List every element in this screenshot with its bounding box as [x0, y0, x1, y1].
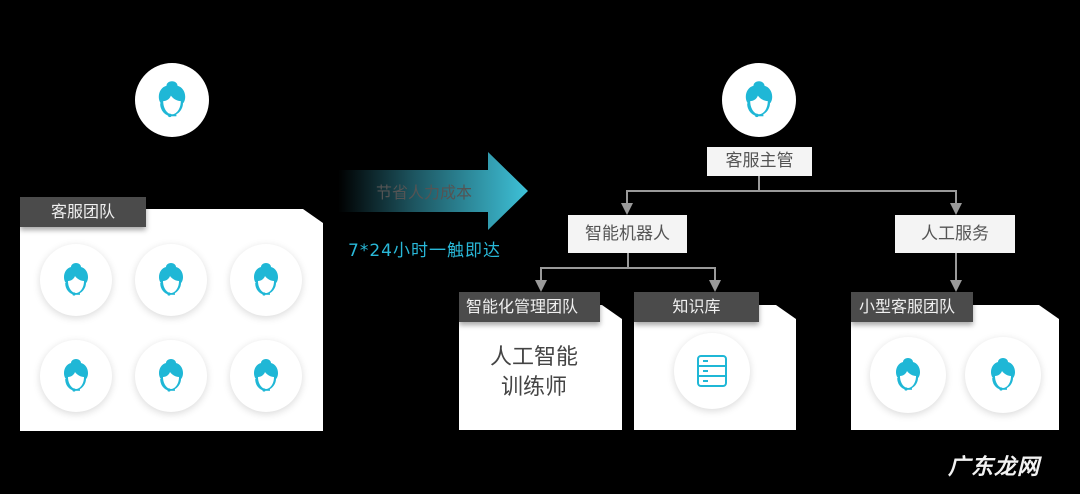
customer-service-agent-icon	[150, 78, 194, 122]
small-team-label: 小型客服团队	[851, 292, 973, 322]
connector	[540, 267, 542, 281]
customer-service-agent-icon	[151, 260, 191, 300]
customer-service-agent-icon	[983, 355, 1023, 395]
smart-management-team-label: 智能化管理团队	[459, 292, 600, 322]
team-member-avatar	[870, 337, 946, 413]
arrow-down-icon	[535, 280, 547, 292]
connector	[955, 253, 957, 281]
knowledge-base-label: 知识库	[634, 292, 759, 322]
arrow-down-icon	[621, 203, 633, 215]
ai-trainer-line1: 人工智能	[489, 345, 578, 370]
watermark: 广东龙网	[948, 455, 1041, 480]
team-member-avatar	[230, 340, 302, 412]
team-member-avatar	[230, 244, 302, 316]
customer-service-agent-icon	[737, 78, 781, 122]
connector	[955, 190, 957, 204]
customer-service-agent-icon	[246, 356, 286, 396]
connector	[626, 190, 957, 192]
ai-trainer-line2: 训练师	[500, 375, 567, 400]
supervisor-avatar-right	[722, 63, 796, 137]
node-human-service: 人工服务	[895, 215, 1015, 253]
customer-service-agent-icon	[56, 356, 96, 396]
arrow-down-icon	[709, 280, 721, 292]
small-team-card	[851, 305, 1059, 430]
connector	[627, 253, 629, 267]
team-member-avatar	[965, 337, 1041, 413]
team-member-avatar	[135, 340, 207, 412]
customer-service-agent-icon	[888, 355, 928, 395]
availability-caption: 7*24小时一触即达	[348, 241, 501, 261]
transition-arrow: 节省人力成本	[338, 152, 528, 230]
right-arrow-icon	[338, 152, 528, 230]
arrow-down-icon	[950, 280, 962, 292]
arrow-text: 节省人力成本	[376, 183, 473, 202]
arrow-down-icon	[950, 203, 962, 215]
team-member-avatar	[135, 244, 207, 316]
connector	[714, 267, 716, 281]
supervisor-avatar	[135, 63, 209, 137]
knowledge-base-icon-circle	[674, 333, 750, 409]
node-supervisor: 客服主管	[707, 147, 812, 176]
node-ai-robot: 智能机器人	[568, 215, 687, 253]
customer-service-agent-icon	[151, 356, 191, 396]
team-member-avatar	[40, 244, 112, 316]
connector	[626, 190, 628, 204]
database-server-icon	[696, 354, 728, 388]
connector	[540, 267, 716, 269]
connector	[758, 176, 760, 190]
team-member-avatar	[40, 340, 112, 412]
customer-service-team-card	[20, 209, 323, 431]
customer-service-agent-icon	[246, 260, 286, 300]
customer-service-agent-icon	[56, 260, 96, 300]
knowledge-base-card	[634, 305, 796, 430]
customer-service-team-label: 客服团队	[20, 197, 146, 227]
smart-management-team-card: 人工智能 训练师	[459, 305, 622, 430]
